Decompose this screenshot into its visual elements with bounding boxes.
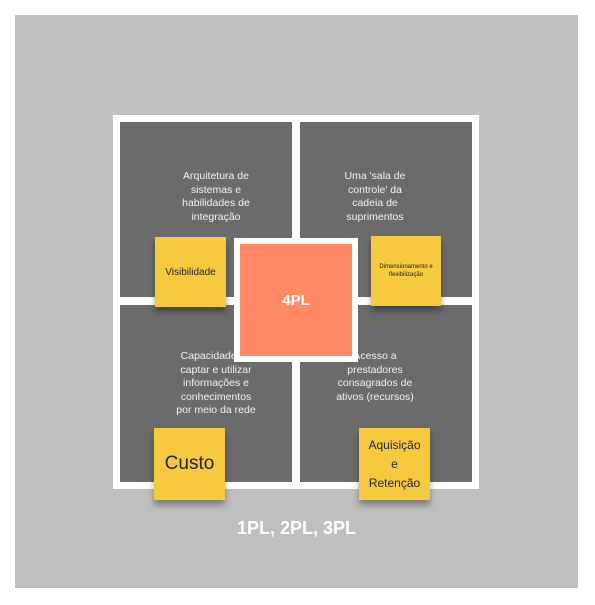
quadrant-text-top-left: Arquitetura de sistemas e habilidades de… (182, 170, 250, 223)
quadrant-text-bottom-right: Acesso a prestadores consagrados de ativ… (336, 350, 414, 403)
quadrant-text-top-right: Uma 'sala de controle' da cadeia de supr… (344, 170, 406, 223)
center-box-4pl: 4PL (240, 244, 352, 356)
sticky-note-custo[interactable]: Custo (154, 428, 225, 500)
sticky-note-aquisicao[interactable]: Aquisição e Retenção (359, 428, 430, 500)
bottom-label: 1PL, 2PL, 3PL (236, 518, 357, 538)
sticky-note-dimensionamento[interactable]: Dimensionamento e flexibilização (371, 236, 441, 306)
sticky-note-visibilidade[interactable]: Visibilidade (155, 237, 226, 307)
quadrant-text-bottom-left: Capacidade de captar e utilizar informaç… (176, 350, 256, 416)
